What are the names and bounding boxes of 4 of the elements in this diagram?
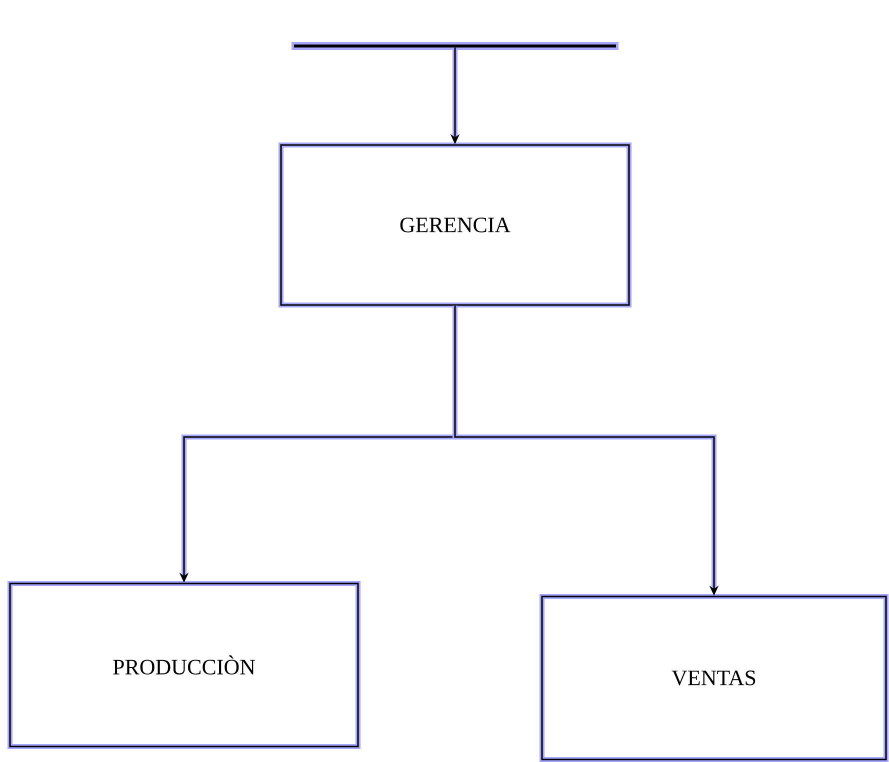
org-box: GERENCIA: [278, 142, 632, 308]
org-box: VENTAS: [540, 594, 888, 762]
header-bar: [292, 42, 618, 50]
org-box: PRODUCCIÒN: [8, 580, 360, 749]
